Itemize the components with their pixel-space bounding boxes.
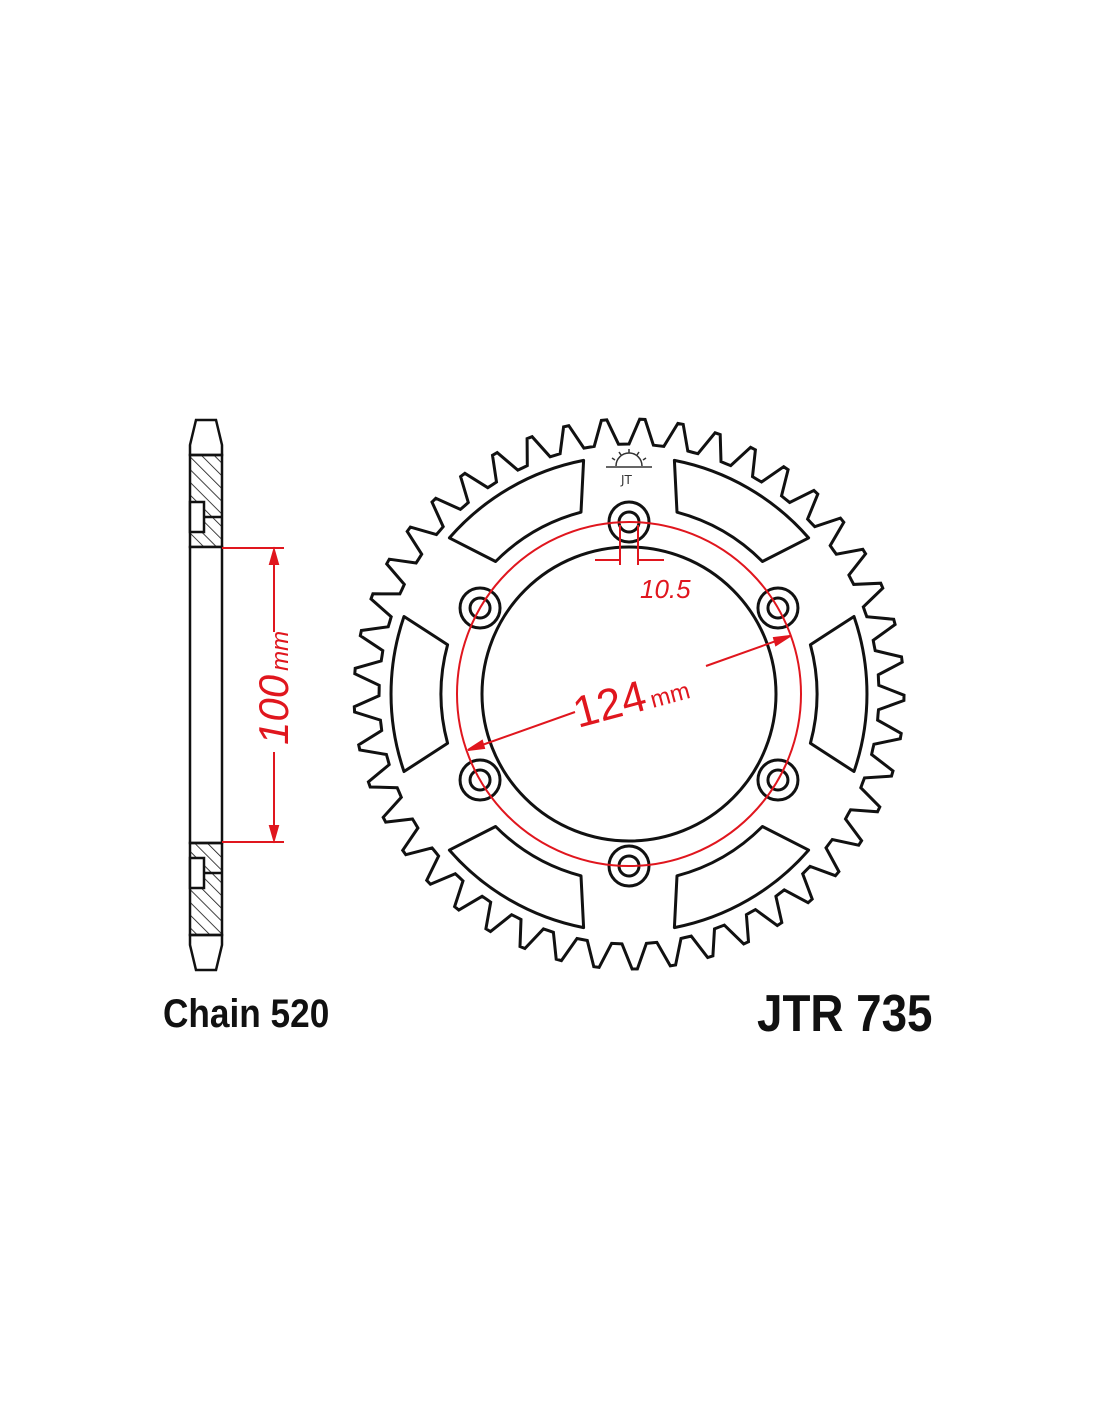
sprocket-teeth-outline [352,417,906,971]
lightening-slot [389,615,450,773]
lightening-slots [389,458,869,930]
svg-text:JT: JT [620,473,633,487]
side-hub [188,545,224,845]
side-bottom-boss [188,856,206,890]
height-dimension-label: 100mm [250,631,297,745]
lightening-slot [447,458,586,563]
lightening-slot [672,825,811,930]
pcd-label: 124mm [568,660,694,738]
lightening-slot [672,458,811,563]
center-bore [480,545,778,843]
height-dimension [222,546,284,844]
side-top-tooth [188,418,224,457]
side-top-boss [188,500,206,534]
bolt-hole [468,596,492,620]
bolt-hole [468,768,492,792]
pcd-arrow-line-left [467,711,576,751]
bolt-holes [458,500,800,888]
bolt-hole [766,768,790,792]
bolt-hole-label: 10.5 [640,574,691,604]
jt-logo: JT [606,449,652,487]
side-bottom-tooth [188,933,224,972]
pcd-circle [456,521,803,867]
front-view [352,417,906,971]
part-number: JTR 735 [757,985,933,1043]
chain-label: Chain 520 [163,992,330,1036]
lightening-slot [808,615,869,773]
pcd-dimension [456,521,803,867]
bolt-hole [766,596,790,620]
side-view [188,418,224,972]
lightening-slot [447,825,586,930]
